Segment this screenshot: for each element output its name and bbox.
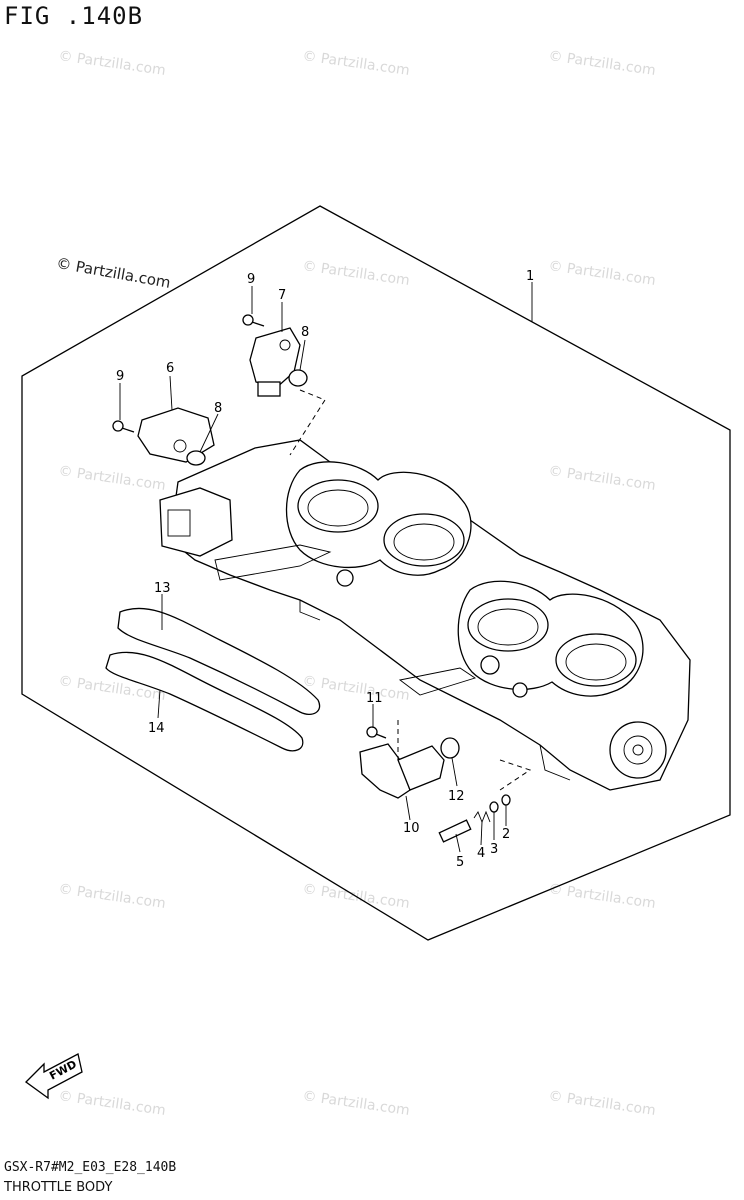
pulley-hub <box>623 735 653 765</box>
watermark: © Partzilla.com <box>301 48 410 79</box>
watermark: © Partzilla.com <box>57 881 166 912</box>
callout-4: 4 <box>477 846 485 861</box>
sensor-7-body <box>249 327 301 389</box>
model-code: GSX-R7#M2_E03_E28_140B <box>4 1160 177 1175</box>
callout-13: 13 <box>154 581 171 596</box>
leader-10 <box>405 795 411 821</box>
fitting-nipple <box>512 682 528 698</box>
screw-9-shank <box>251 321 265 327</box>
callout-6: 6 <box>166 361 174 376</box>
screw-9-head <box>242 314 254 326</box>
watermark: © Partzilla.com <box>301 1088 410 1119</box>
fitting-nipple <box>336 569 354 587</box>
sensor-10-tip <box>397 745 445 791</box>
linkage-arm-lower <box>398 667 477 696</box>
washer-2 <box>501 794 511 806</box>
hose-13 <box>117 607 321 715</box>
watermark: © Partzilla.com <box>57 48 166 79</box>
watermark: © Partzilla.com <box>547 463 656 494</box>
install-path-2 <box>499 759 532 791</box>
washer-3 <box>489 801 499 813</box>
screw-11-head <box>366 726 378 738</box>
body-detail <box>539 744 571 781</box>
leader-5 <box>455 833 461 853</box>
bore-3 <box>467 598 549 652</box>
spring-4 <box>473 810 491 824</box>
pulley-center <box>632 744 644 756</box>
screw-11-shank <box>375 733 387 739</box>
bore-1-inner <box>307 489 369 527</box>
watermark: © Partzilla.com <box>547 48 656 79</box>
watermark: © Partzilla.com <box>57 463 166 494</box>
callout-8b: 8 <box>214 401 222 416</box>
intake-sensor <box>112 407 215 466</box>
throttle-position-sensor <box>242 314 326 456</box>
callouts: 1 2 3 4 5 6 7 8 8 9 9 10 11 12 13 14 <box>116 269 534 870</box>
connector-housing <box>159 487 233 557</box>
idle-screw-set <box>438 794 511 843</box>
bore-2-inner <box>393 523 455 561</box>
bore-2 <box>383 513 465 567</box>
callout-2: 2 <box>502 827 510 842</box>
callout-1: 1 <box>526 269 534 284</box>
watermark: © Partzilla.com <box>547 881 656 912</box>
leader-14 <box>157 689 161 719</box>
connector-socket <box>167 509 191 537</box>
watermark: © Partzilla.com <box>57 1088 166 1119</box>
callout-3: 3 <box>490 842 498 857</box>
callout-8: 8 <box>301 325 309 340</box>
assembly-boundary <box>21 205 731 941</box>
linkage-arm <box>214 544 332 581</box>
throttle-pulley <box>609 721 667 779</box>
callout-12: 12 <box>448 789 465 804</box>
screw-9-head <box>112 420 124 432</box>
leader-lines <box>119 282 533 853</box>
screw-5 <box>438 819 472 843</box>
fitting-nipple <box>480 655 500 675</box>
sensor-6-port <box>173 439 187 453</box>
bore-1 <box>297 479 379 533</box>
watermark: © Partzilla.com <box>547 258 656 289</box>
callout-14: 14 <box>148 721 165 736</box>
o-ring-8 <box>288 369 308 387</box>
screw-9-shank <box>121 427 135 433</box>
leader-8b <box>199 413 219 453</box>
callout-9b: 9 <box>116 369 124 384</box>
bore-3-inner <box>477 608 539 646</box>
throttle-body-assembly <box>159 439 691 791</box>
figure-title: FIG .140B <box>4 2 144 30</box>
o-ring-12 <box>440 737 460 759</box>
hoses <box>105 607 321 752</box>
callout-9: 9 <box>247 272 255 287</box>
bore-4-inner <box>565 643 627 681</box>
callout-5: 5 <box>456 855 464 870</box>
bore-4 <box>555 633 637 687</box>
sensor-7-connector <box>257 381 281 397</box>
crank-sensor <box>359 720 532 799</box>
leader-4 <box>480 821 483 846</box>
leader-6 <box>169 375 173 411</box>
o-ring-8 <box>186 450 206 466</box>
hose-14 <box>105 651 304 752</box>
fwd-arrow-shape <box>25 1053 83 1100</box>
body-detail <box>299 600 321 621</box>
watermark: © Partzilla.com <box>547 1088 656 1119</box>
callout-10: 10 <box>403 821 420 836</box>
callout-11: 11 <box>366 691 383 706</box>
section-name: THROTTLE BODY <box>4 1180 113 1195</box>
sensor-7-port <box>279 339 291 351</box>
leader-12 <box>451 757 458 787</box>
leader-8 <box>299 339 306 371</box>
watermark: © Partzilla.com <box>301 258 410 289</box>
callout-7: 7 <box>278 288 286 303</box>
